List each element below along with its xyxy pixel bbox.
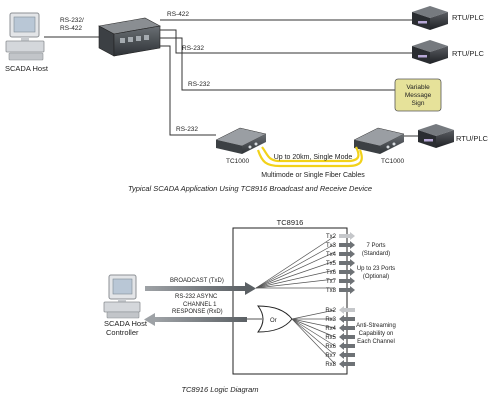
broadcast-label: BROADCAST (TxD) xyxy=(170,278,224,284)
line3-label: RS-232 xyxy=(188,81,210,88)
cable-label: Multimode or Single Fiber Cables xyxy=(261,172,365,179)
scada-controller-computer-icon xyxy=(103,274,141,319)
rx-port-label: Rx7 xyxy=(325,353,336,359)
link-rs232-label: RS-232/ xyxy=(60,17,84,24)
ports-optional-label-1: Up to 23 Ports xyxy=(357,266,395,272)
line2-label: RS-232 xyxy=(182,45,204,52)
sign-label-1: Variable xyxy=(406,84,430,91)
tx-port-label: Tx8 xyxy=(326,288,337,294)
rx-input-arrows xyxy=(339,306,355,368)
rx-port-label: Rx2 xyxy=(325,308,336,314)
tx-port-label: Tx7 xyxy=(326,279,337,285)
feeder-lines xyxy=(160,19,412,136)
scada-host-label: SCADA Host xyxy=(5,64,49,73)
bottom-caption: TC8916 Logic Diagram xyxy=(181,385,258,394)
tc1000-right-icon xyxy=(353,127,405,154)
tc8916-logic-box xyxy=(232,227,348,375)
rx-port-label: Rx6 xyxy=(325,344,336,350)
tc8916-box-title: TC8916 xyxy=(277,218,304,227)
rx-port-label: Rx5 xyxy=(325,335,336,341)
rtu1-label: RTU/PLC xyxy=(452,13,485,22)
rtu3-label: RTU/PLC xyxy=(456,134,489,143)
sign-label-2: Message xyxy=(405,92,432,99)
anti-streaming-label-2: Capability on xyxy=(359,331,394,337)
fiber-cables xyxy=(256,146,363,168)
tx-fanout-lines xyxy=(255,235,336,289)
line1-label: RS-422 xyxy=(167,11,189,18)
tx-port-label: Tx3 xyxy=(326,243,337,249)
fiber-label: Up to 20km, Single Mode xyxy=(274,154,353,161)
async-label-1: RS-232 ASYNC xyxy=(175,294,218,300)
response-label: RESPONSE (RxD) xyxy=(172,309,223,315)
rx-port-label: Rx3 xyxy=(325,317,336,323)
tx-port-label: Tx6 xyxy=(326,270,337,276)
rx-port-labels: Rx2 Rx3 Rx4 Rx5 Rx6 Rx7 Rx8 xyxy=(325,308,336,368)
rx-port-label: Rx4 xyxy=(325,326,336,332)
response-arrow xyxy=(144,313,247,326)
variable-message-sign-icon xyxy=(394,78,442,112)
rtu2-label: RTU/PLC xyxy=(452,49,485,58)
rtu-plc-2-icon xyxy=(412,40,448,64)
async-label-2: CHANNEL 1 xyxy=(183,302,217,308)
tx-port-label: Tx4 xyxy=(326,252,337,258)
ports-optional-label-2: (Optional) xyxy=(363,274,389,280)
broadcast-arrow xyxy=(145,282,256,295)
tc1000-right-label: TC1000 xyxy=(381,158,405,165)
tx-port-label: Tx5 xyxy=(326,261,337,267)
line4-label: RS-232 xyxy=(176,126,198,133)
rtu-plc-1-icon xyxy=(412,6,448,30)
link-rs422-label: RS-422 xyxy=(60,25,82,32)
tc1000-left-label: TC1000 xyxy=(226,158,250,165)
top-caption: Typical SCADA Application Using TC8916 B… xyxy=(128,184,372,193)
anti-streaming-label-3: Each Channel xyxy=(357,339,395,345)
rx-fanin-lines xyxy=(291,309,336,365)
rx-port-label: Rx8 xyxy=(325,362,336,368)
or-gate-label: Or xyxy=(270,318,277,324)
tc8916-unit-icon xyxy=(98,17,161,57)
tc1000-left-icon xyxy=(215,127,267,154)
tx-port-label: Tx2 xyxy=(326,234,337,240)
ports-standard-label-1: 7 Ports xyxy=(366,243,385,249)
controller-label-1: SCADA Host xyxy=(104,319,148,328)
tx-port-labels: Tx2 Tx3 Tx4 Tx5 Tx6 Tx7 Tx8 xyxy=(326,234,337,294)
ports-standard-label-2: (Standard) xyxy=(362,251,390,257)
sign-label-3: Sign xyxy=(411,100,424,107)
rtu-plc-3-icon xyxy=(418,124,454,148)
scada-host-computer-icon xyxy=(5,12,45,61)
or-gate-icon xyxy=(247,305,293,333)
anti-streaming-label-1: Anti-Streaming xyxy=(356,323,396,329)
controller-label-2: Controller xyxy=(106,328,139,337)
tx-output-arrows xyxy=(339,232,355,294)
